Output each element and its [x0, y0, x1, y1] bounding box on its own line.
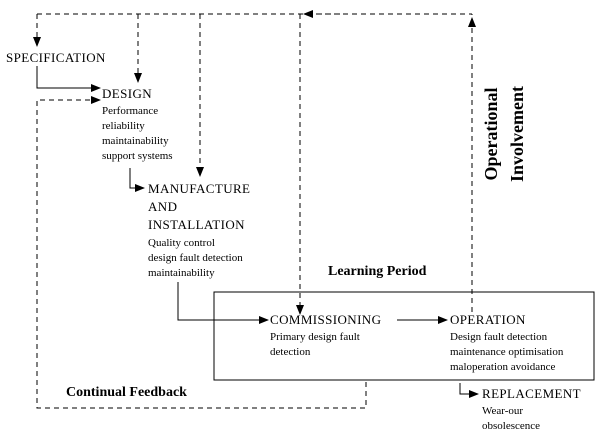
manufacture-note: Quality control — [148, 237, 215, 249]
arrow-manufacture-to-commissioning — [177, 282, 269, 324]
operation-notes: Design fault detection maintenance optim… — [450, 330, 563, 375]
replacement-notes: Wear-our obsolescence — [482, 404, 540, 434]
design-note: Performance — [102, 105, 159, 117]
manufacture-note: maintainability — [148, 267, 215, 279]
stage-commissioning: COMMISSIONING — [270, 312, 382, 327]
operational-involvement-line: Involvement — [507, 86, 527, 182]
stage-manufacture: MANUFACTURE AND INSTALLATION — [148, 180, 250, 234]
manufacture-notes: Quality control design fault detection m… — [148, 236, 243, 281]
stage-manufacture-line: AND — [148, 199, 178, 214]
operation-note: Design fault detection — [450, 331, 548, 343]
design-note: maintainability — [102, 135, 169, 147]
design-notes: Performance reliability maintainability … — [102, 104, 173, 164]
commissioning-note: detection — [270, 346, 311, 358]
replacement-note: obsolescence — [482, 420, 541, 432]
replacement-note: Wear-our — [482, 405, 524, 417]
learning-period-label: Learning Period — [328, 264, 427, 279]
stage-manufacture-line: MANUFACTURE — [148, 181, 251, 196]
operational-involvement-line: Operational — [481, 87, 501, 181]
arrow-spec-to-design — [36, 66, 101, 92]
stage-replacement: REPLACEMENT — [482, 386, 582, 401]
continual-feedback-loop — [36, 96, 367, 409]
stage-specification: SPECIFICATION — [6, 50, 106, 65]
manufacture-note: design fault detection — [148, 252, 243, 264]
learning-period-box — [213, 291, 595, 381]
stage-manufacture-line: INSTALLATION — [148, 217, 245, 232]
stage-operation: OPERATION — [450, 312, 526, 327]
commissioning-note: Primary design fault — [270, 331, 360, 343]
arrow-design-to-manufacture — [129, 168, 145, 192]
operation-note: maloperation avoidance — [450, 361, 556, 373]
design-note: support systems — [102, 150, 173, 162]
continual-feedback-label: Continual Feedback — [66, 385, 187, 400]
operation-note: maintenance optimisation — [450, 346, 564, 358]
stage-design: DESIGN — [102, 86, 153, 101]
operational-involvement-label: Operational Involvement — [478, 64, 530, 204]
commissioning-notes: Primary design fault detection — [270, 330, 360, 360]
design-note: reliability — [102, 120, 145, 132]
arrow-operation-to-replacement — [459, 383, 479, 398]
